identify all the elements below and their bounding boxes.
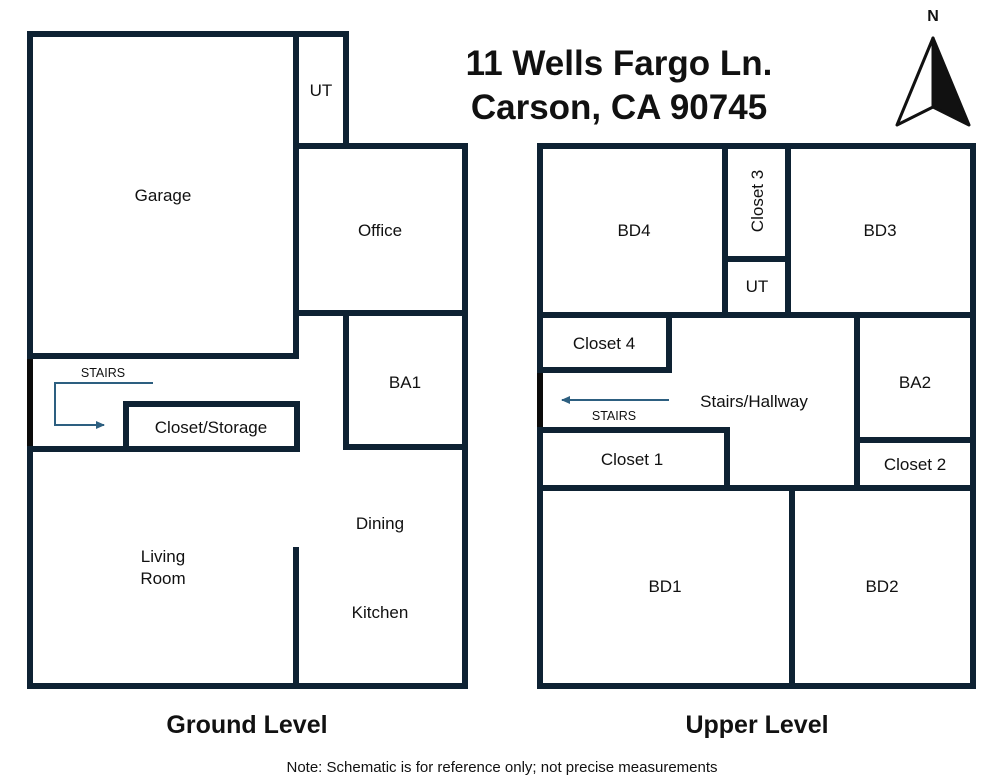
ground-level-plan [27,31,468,689]
room-bd3: BD3 [863,221,896,240]
room-ba1: BA1 [389,373,421,392]
room-garage: Garage [135,186,192,205]
room-living-line1: Living [141,547,185,566]
room-closet3: Closet 3 [748,170,767,232]
room-ut-ground: UT [310,81,333,100]
room-bd4: BD4 [617,221,650,240]
ground-level-heading: Ground Level [166,711,327,739]
room-closet4: Closet 4 [573,334,635,353]
garage-wall [27,31,299,359]
room-bd1: BD1 [648,577,681,596]
stairs-label-upper: STAIRS [592,409,636,423]
closet1-wall [537,427,730,489]
address-line-1: 11 Wells Fargo Ln. [466,44,773,83]
room-stairs-hallway: Stairs/Hallway [700,392,808,411]
upper-level-plan [537,143,976,689]
stairs-arrow-icon [54,382,153,429]
north-label: N [927,8,939,25]
stairs-label-ground: STAIRS [81,366,125,380]
room-ut-upper: UT [746,277,769,296]
room-kitchen: Kitchen [352,603,409,622]
room-closet1: Closet 1 [601,450,663,469]
closet-storage-wall [123,401,300,452]
north-arrow-icon [895,36,971,127]
disclaimer-note: Note: Schematic is for reference only; n… [286,759,717,776]
ground-outer-wall [27,31,468,689]
closet4-wall [537,312,672,373]
room-living-line2: Room [140,569,185,588]
ba1-wall [343,315,468,450]
upper-level-heading: Upper Level [685,711,828,739]
address-line-2: Carson, CA 90745 [471,88,767,127]
room-closet-storage: Closet/Storage [155,418,267,437]
room-ba2: BA2 [899,373,931,392]
room-office: Office [358,221,402,240]
office-wall [293,143,468,316]
room-dining: Dining [356,514,404,533]
room-bd2: BD2 [865,577,898,596]
room-closet2: Closet 2 [884,455,946,474]
